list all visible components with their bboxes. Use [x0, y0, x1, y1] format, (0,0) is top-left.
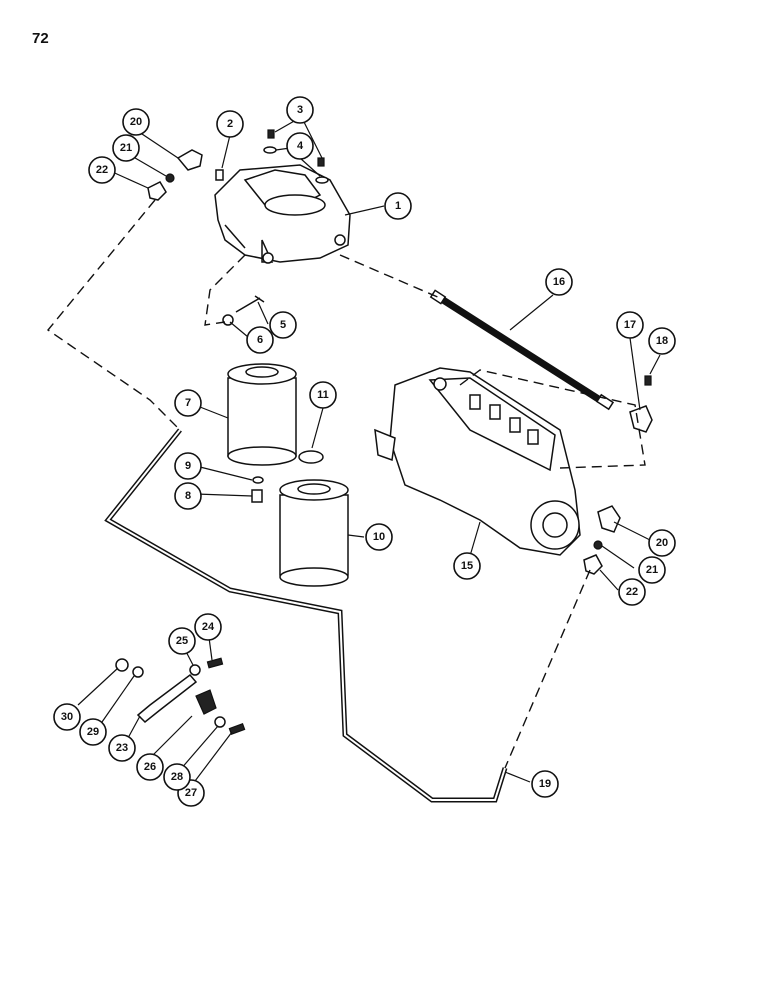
- callout-30: 30: [53, 703, 81, 731]
- elbow-20-right: [597, 505, 621, 533]
- callout-3: 3: [286, 96, 314, 124]
- callout-7: 7: [174, 389, 202, 417]
- callout-9: 9: [174, 452, 202, 480]
- svg-text:22: 22: [626, 586, 638, 598]
- svg-text:22: 22: [96, 164, 108, 176]
- svg-text:1: 1: [395, 200, 401, 212]
- svg-text:18: 18: [656, 335, 668, 347]
- dashed-line-head-hose: [339, 254, 441, 299]
- svg-text:25: 25: [176, 635, 188, 647]
- svg-text:6: 6: [257, 334, 263, 346]
- callout-4: 4: [286, 132, 314, 160]
- nut-22-right: [583, 554, 603, 575]
- washer-29: [132, 666, 144, 678]
- callout-18: 18: [648, 327, 676, 355]
- svg-text:9: 9: [185, 460, 191, 472]
- filter-element-7: [227, 363, 297, 466]
- seal-9: [252, 476, 264, 484]
- callout-23: 23: [108, 734, 136, 762]
- ferrule-21-right: [593, 540, 603, 550]
- bracket-23: [136, 673, 198, 724]
- injection-pump-15: [374, 367, 581, 556]
- page-number: 72: [32, 30, 49, 47]
- bolt-24: [206, 657, 224, 669]
- bolt-27: [228, 723, 246, 735]
- callout-1: 1: [384, 192, 412, 220]
- callout-28: 28: [163, 763, 191, 791]
- callout-10: 10: [365, 523, 393, 551]
- screw-2: [215, 169, 224, 181]
- callout-22-top: 22: [88, 156, 116, 184]
- callout-17: 17: [616, 311, 644, 339]
- svg-text:8: 8: [185, 490, 191, 502]
- fuel-hose-16: [429, 289, 615, 411]
- svg-text:28: 28: [171, 771, 183, 783]
- ferrule-21-top: [165, 173, 175, 183]
- elbow-20-top: [176, 149, 203, 171]
- dashed-line-pump-top: [459, 369, 646, 469]
- callout-19: 19: [531, 770, 559, 798]
- svg-text:7: 7: [185, 397, 191, 409]
- washer-28: [214, 716, 226, 728]
- dashed-line-top-left: [46, 199, 181, 431]
- callout-15: 15: [453, 552, 481, 580]
- svg-text:20: 20: [130, 116, 142, 128]
- clamp-26: [195, 689, 217, 715]
- washers-4: [263, 146, 329, 184]
- fuel-line-19: [104, 428, 508, 803]
- svg-text:20: 20: [656, 537, 668, 549]
- svg-text:30: 30: [61, 711, 73, 723]
- o-ring-11: [298, 450, 324, 464]
- dashed-line-pump-right: [504, 569, 591, 769]
- svg-text:16: 16: [553, 276, 565, 288]
- svg-text:24: 24: [202, 621, 215, 633]
- callout-21-right: 21: [638, 556, 666, 584]
- svg-text:4: 4: [297, 140, 304, 152]
- plug-8: [251, 489, 263, 503]
- svg-text:15: 15: [461, 560, 473, 572]
- elbow-17: [629, 405, 653, 433]
- svg-text:2: 2: [227, 118, 233, 130]
- callout-20-top: 20: [122, 108, 150, 136]
- filter-element-10: [279, 479, 349, 587]
- dashed-line-head-bolt: [204, 254, 246, 326]
- callout-25: 25: [168, 627, 196, 655]
- filter-head: [214, 164, 351, 264]
- nut-30: [115, 658, 129, 672]
- callout-5: 5: [269, 311, 297, 339]
- svg-text:21: 21: [120, 142, 132, 154]
- nut-25: [189, 664, 201, 676]
- svg-text:11: 11: [317, 389, 329, 401]
- svg-text:26: 26: [144, 761, 156, 773]
- svg-text:10: 10: [373, 531, 385, 543]
- svg-text:29: 29: [87, 726, 99, 738]
- callout-6: 6: [246, 326, 274, 354]
- callout-16: 16: [545, 268, 573, 296]
- callout-20-right: 20: [648, 529, 676, 557]
- svg-text:3: 3: [297, 104, 303, 116]
- screws-3: [267, 129, 325, 167]
- callout-2: 2: [216, 110, 244, 138]
- bolt-5: [235, 295, 265, 313]
- nut-22-top: [147, 181, 167, 201]
- callout-8: 8: [174, 482, 202, 510]
- callout-29: 29: [79, 718, 107, 746]
- callout-21-top: 21: [112, 134, 140, 162]
- callout-22-right: 22: [618, 578, 646, 606]
- callout-26: 26: [136, 753, 164, 781]
- svg-text:19: 19: [539, 778, 551, 790]
- svg-text:17: 17: [624, 319, 636, 331]
- bleed-screw-18: [644, 375, 652, 386]
- svg-text:27: 27: [185, 787, 197, 799]
- svg-text:5: 5: [280, 319, 286, 331]
- callout-24: 24: [194, 613, 222, 641]
- svg-text:21: 21: [646, 564, 658, 576]
- svg-text:23: 23: [116, 742, 128, 754]
- callout-11: 11: [309, 381, 337, 409]
